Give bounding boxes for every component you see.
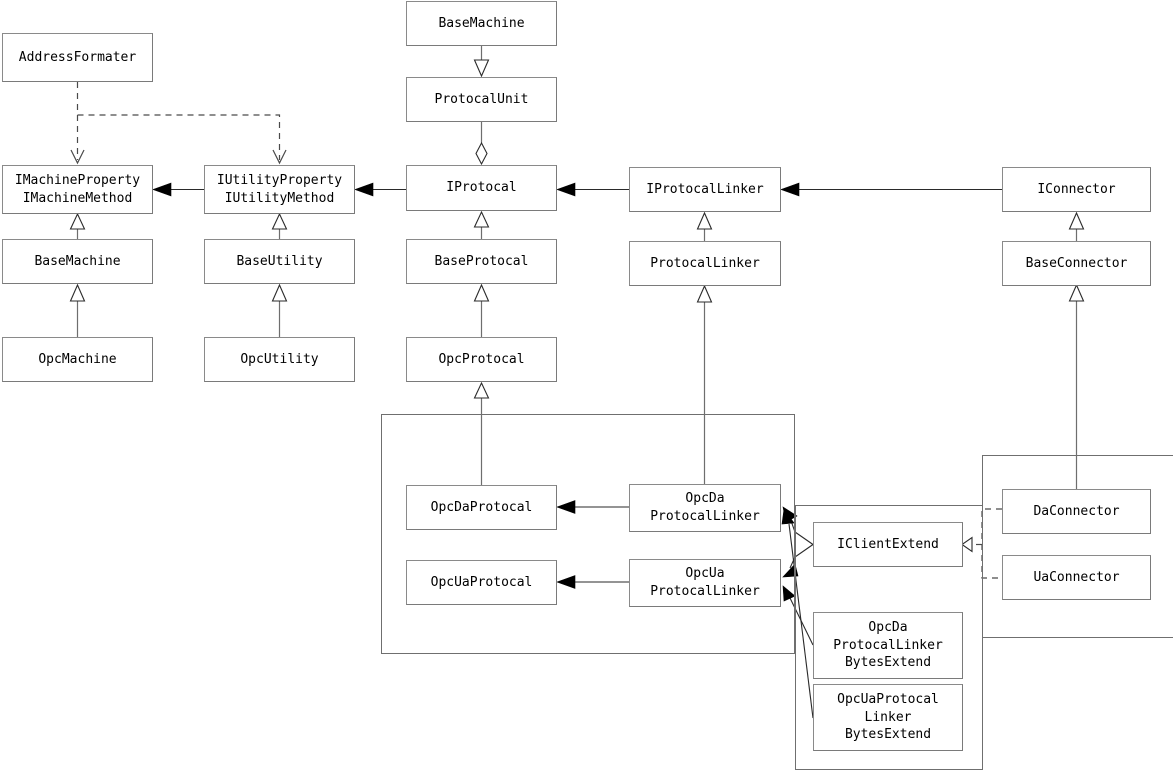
arrow-solid-iprotocal: [556, 182, 576, 197]
arrow-hollow-iutilityproperty-gen: [271, 212, 288, 230]
arrow-hollow-iprotocallinker-gen: [696, 211, 713, 230]
class-box-protocal-unit[interactable]: ProtocalUnit: [406, 77, 557, 122]
class-box-ua-connector[interactable]: UaConnector: [1002, 555, 1151, 600]
class-box-protocal-linker[interactable]: ProtocalLinker: [629, 241, 781, 286]
arrow-solid-opcdalinker-from-bytesextend: [781, 508, 795, 525]
edge-connectors-iclientextend-bracket: [981, 508, 1002, 579]
class-box-opc-utility[interactable]: OpcUtility: [204, 337, 355, 382]
arrow-hollow-baseconnector-gen: [1068, 283, 1085, 302]
class-box-base-utility[interactable]: BaseUtility: [204, 239, 355, 284]
class-box-iprotocal[interactable]: IProtocal: [406, 165, 557, 211]
arrow-solid-opcualinker-from-bytesextend: [782, 585, 796, 602]
class-box-opc-da-protocal[interactable]: OpcDaProtocal: [406, 485, 557, 530]
arrow-hollow-baseprotocal-gen: [473, 283, 490, 302]
class-box-base-machine[interactable]: BaseMachine: [2, 239, 153, 284]
arrow-hollow-imachineproperty-gen: [69, 212, 86, 230]
arrow-hollow-protocalunit: [473, 59, 490, 78]
arrow-open-imachineproperty: [70, 149, 85, 165]
arrow-hollow-opcprotocal-gen: [473, 381, 490, 399]
class-box-opc-ua-protocal-linker[interactable]: OpcUa ProtocalLinker: [629, 559, 781, 607]
arrow-hollow-baseutility-gen: [271, 283, 288, 302]
group-protocal-package: [381, 414, 795, 654]
arrow-hollow-protocallinker-gen: [696, 284, 713, 303]
class-box-da-connector[interactable]: DaConnector: [1002, 489, 1151, 534]
class-box-opc-ua-protocal[interactable]: OpcUaProtocal: [406, 560, 557, 605]
arrow-open-iutilityproperty: [272, 149, 287, 165]
class-box-opc-da-protocal-linker-bytes-extend[interactable]: OpcDa ProtocalLinker BytesExtend: [813, 612, 963, 679]
arrow-solid-iutilityproperty: [354, 182, 374, 197]
arrow-solid-opcuaprotocal: [556, 575, 576, 589]
arrow-solid-imachineproperty: [152, 182, 172, 197]
class-box-iutility-property-method[interactable]: IUtilityProperty IUtilityMethod: [204, 165, 355, 214]
class-box-opc-ua-protocal-linker-bytes-extend[interactable]: OpcUaProtocal Linker BytesExtend: [813, 684, 963, 751]
class-box-base-connector[interactable]: BaseConnector: [1002, 241, 1151, 286]
edge-opcuabytesextend-opcdalinker: [788, 523, 814, 719]
class-box-opc-da-protocal-linker[interactable]: OpcDa ProtocalLinker: [629, 484, 781, 532]
class-box-imachine-property-method[interactable]: IMachineProperty IMachineMethod: [2, 165, 153, 214]
class-box-opc-protocal[interactable]: OpcProtocal: [406, 337, 557, 382]
class-box-address-formater[interactable]: AddressFormater: [2, 33, 153, 82]
arrow-hollow-iclientextend-real: [961, 536, 973, 553]
arrow-solid-opcdaprotocal: [556, 500, 576, 514]
class-box-iconnector[interactable]: IConnector: [1002, 167, 1151, 212]
arrow-solid-iprotocallinker: [780, 182, 800, 197]
class-box-base-protocal[interactable]: BaseProtocal: [406, 239, 557, 284]
class-box-base-machine-top[interactable]: BaseMachine: [406, 1, 557, 46]
arrow-hollow-basemachine-gen: [69, 283, 86, 302]
group-connector-package: [982, 455, 1173, 638]
edge-addressformater-iutilityproperty: [77, 114, 281, 160]
class-box-iclient-extend[interactable]: IClientExtend: [813, 522, 963, 567]
class-box-opc-machine[interactable]: OpcMachine: [2, 337, 153, 382]
diamond-hollow-iprotocal: [475, 141, 488, 166]
arrow-hollow-iprotocal-gen: [473, 210, 490, 228]
class-box-iprotocal-linker[interactable]: IProtocalLinker: [629, 167, 781, 212]
arrow-hollow-iconnector-gen: [1068, 211, 1085, 230]
